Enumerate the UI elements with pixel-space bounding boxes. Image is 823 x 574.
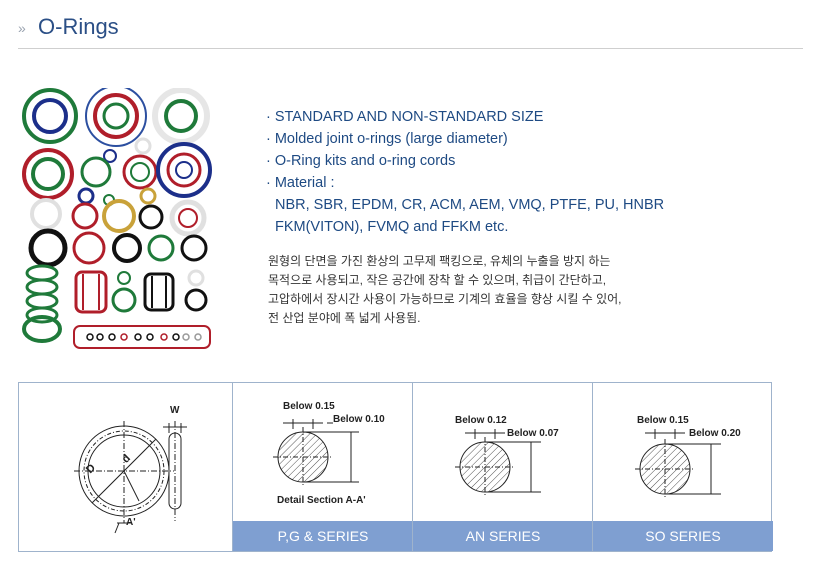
dimension-label-w: W: [170, 405, 180, 416]
diagram-panel: W D d A' Below 0.15 Be: [18, 382, 773, 552]
feature-item: · Molded joint o-rings (large diameter): [266, 131, 508, 147]
section-label-a: A': [126, 517, 136, 528]
tolerance-label: Below 0.20: [689, 428, 741, 439]
tolerance-label: Below 0.15: [283, 401, 335, 412]
tolerance-label: Below 0.12: [455, 415, 507, 426]
an-section-drawing: [455, 429, 541, 497]
description-line: 목적으로 사용되고, 작은 공간에 장착 할 수 있으며, 취급이 간단하고,: [268, 273, 607, 287]
series-label-pg: P,G & SERIES: [233, 521, 413, 551]
feature-item: FKM(VITON), FVMQ and FFKM etc.: [275, 219, 509, 235]
tolerance-label: Below 0.07: [507, 428, 559, 439]
feature-item: · Material :: [266, 175, 335, 191]
feature-item: NBR, SBR, EPDM, CR, ACM, AEM, VMQ, PTFE,…: [275, 197, 665, 213]
tolerance-label: Below 0.10: [333, 414, 385, 425]
series-cell-an: Below 0.12 Below 0.07 AN SERIES: [412, 383, 593, 551]
so-section-drawing: [635, 429, 721, 499]
series-label-an: AN SERIES: [413, 521, 593, 551]
feature-item: · STANDARD AND NON-STANDARD SIZE: [266, 109, 544, 125]
series-cell-so: Below 0.15 Below 0.20 SO SERIES: [592, 383, 773, 551]
series-label-so: SO SERIES: [593, 521, 773, 551]
feature-list: · STANDARD AND NON-STANDARD SIZE · Molde…: [266, 106, 786, 238]
page-title: O-Rings: [38, 14, 119, 39]
description-line: 고압하에서 장시간 사용이 가능하므로 기계의 효율을 향상 시킬 수 있어,: [268, 292, 622, 306]
o-ring-dimension-drawing: [74, 421, 187, 534]
series-cell-pg: Below 0.15 Below 0.10 Detail Section A-A…: [232, 383, 413, 551]
chevron-icon: »: [18, 20, 26, 36]
tolerance-label: Below 0.15: [637, 415, 689, 426]
o-ring-assortment-image: [22, 88, 212, 349]
page-header: » O-Rings: [18, 12, 803, 49]
feature-item: · O-Ring kits and o-ring cords: [266, 153, 456, 169]
korean-description: 원형의 단면을 가진 환상의 고무제 팩킹으로, 유체의 누출을 방지 하는 목…: [268, 252, 788, 328]
pg-section-drawing: [273, 419, 359, 487]
section-caption: Detail Section A-A': [277, 495, 366, 506]
description-line: 전 산업 분야에 폭 넓게 사용됨.: [268, 311, 421, 325]
description-line: 원형의 단면을 가진 환상의 고무제 팩킹으로, 유체의 누출을 방지 하는: [268, 254, 611, 268]
